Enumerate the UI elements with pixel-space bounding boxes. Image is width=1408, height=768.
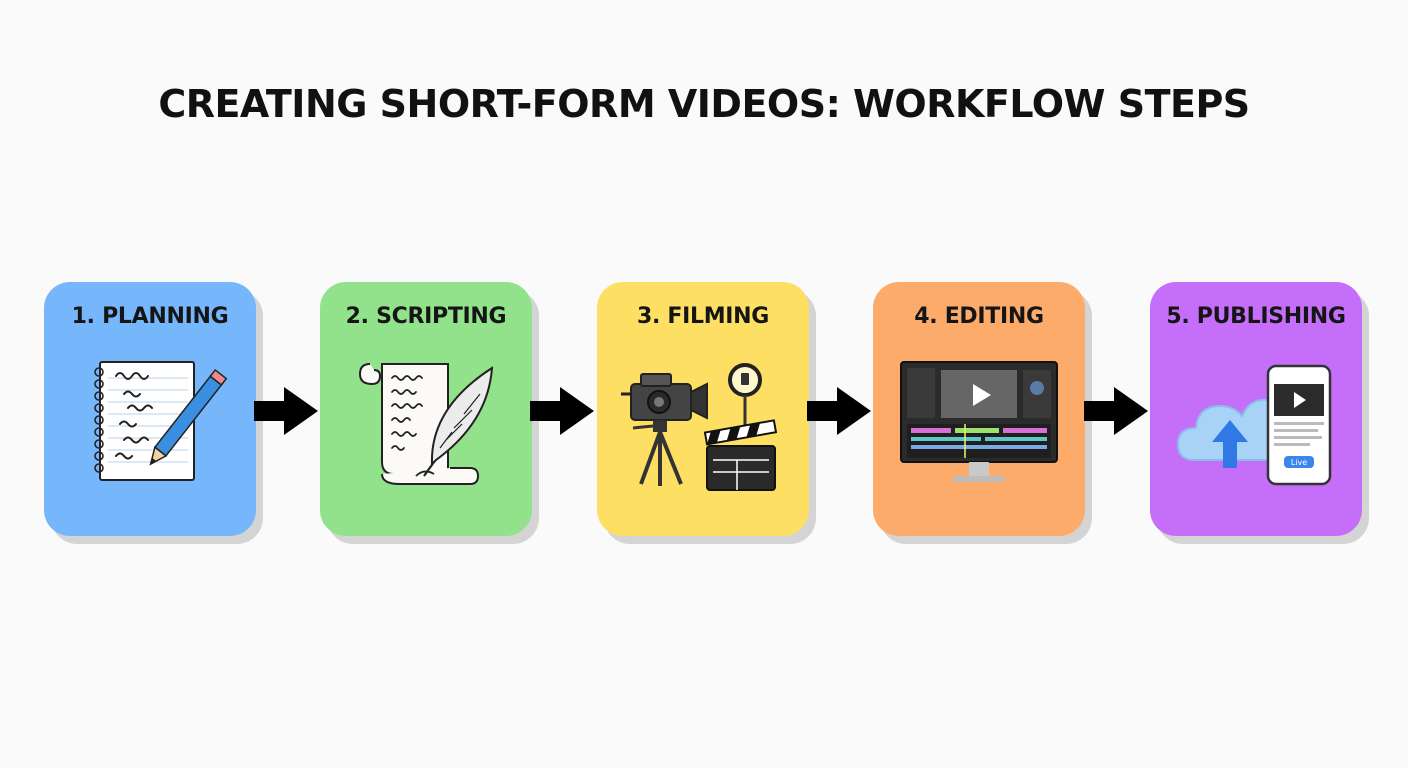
step-label: 2. SCRIPTING [345,304,507,329]
step-label: 1. PLANNING [71,304,229,329]
step-label: 5. PUBLISHING [1166,304,1346,329]
diagram-title: CREATING SHORT-FORM VIDEOS: WORKFLOW STE… [158,82,1250,126]
notepad-pencil-icon [94,361,228,481]
scroll-quill-icon [358,363,494,485]
step-card-publishing: 5. PUBLISHING Live [1150,282,1362,536]
cloud-upload-phone-icon: Live [1176,364,1332,486]
right-arrow-icon [530,387,594,435]
right-arrow-icon [254,387,318,435]
phone-live-button [1284,456,1314,468]
right-arrow-icon [1084,387,1148,435]
step-card-scripting: 2. SCRIPTING [320,282,532,536]
right-arrow-icon [807,387,871,435]
step-card-planning: 1. PLANNING [44,282,256,536]
editing-monitor-icon [900,361,1058,482]
camera-tripod-clapperboard-icon [621,363,778,491]
step-label: 4. EDITING [914,304,1044,329]
step-card-editing: 4. EDITING [873,282,1085,536]
step-label: 3. FILMING [636,304,770,329]
step-card-filming: 3. FILMING [597,282,809,536]
phone-live-text: Live [1291,458,1307,467]
